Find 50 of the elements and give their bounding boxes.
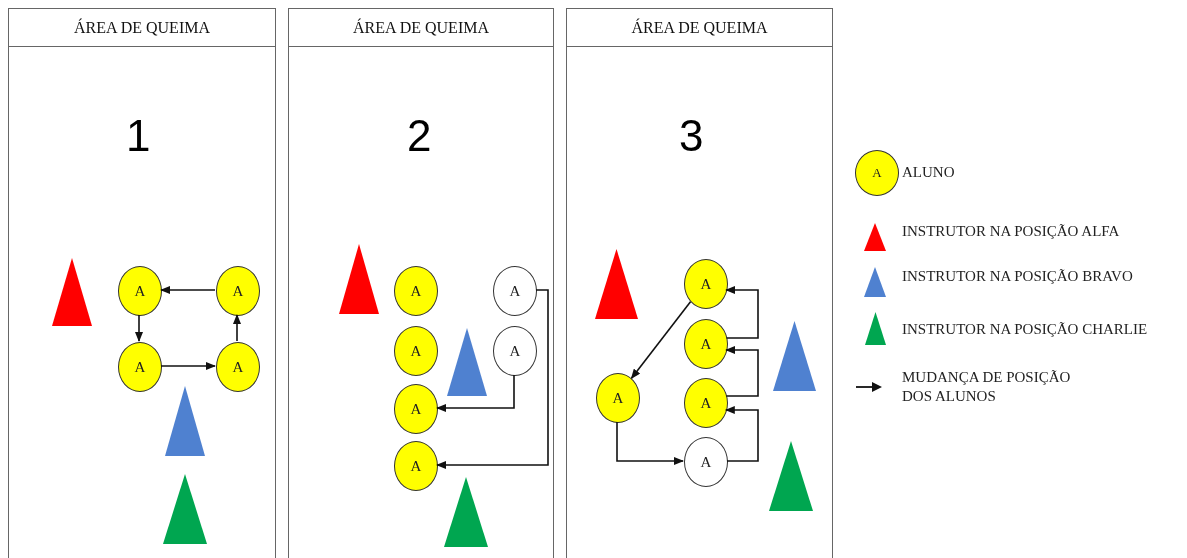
- instructor-triangle: [52, 258, 92, 326]
- student-circle: A: [394, 384, 438, 434]
- legend-text: INSTRUTOR NA POSIÇÃO CHARLIE: [902, 320, 1149, 339]
- field-panel: [288, 8, 554, 558]
- legend-circle: A: [855, 150, 899, 196]
- instructor-triangle: [444, 477, 488, 547]
- legend-text: ALUNO: [902, 163, 956, 182]
- student-circle: A: [493, 326, 537, 376]
- student-circle: A: [684, 378, 728, 428]
- student-circle: A: [216, 342, 260, 392]
- arrow: [233, 314, 241, 342]
- instructor-triangle: [339, 244, 379, 314]
- instructor-triangle: [595, 249, 638, 319]
- panel-number: 3: [679, 114, 704, 158]
- student-circle: A: [684, 259, 728, 309]
- student-circle: A: [394, 266, 438, 316]
- instructor-triangle: [773, 321, 816, 391]
- legend-text: INSTRUTOR NA POSIÇÃO BRAVO: [902, 267, 1134, 286]
- student-circle: A: [596, 373, 640, 423]
- panel-heading: ÁREA DE QUEIMA: [9, 9, 275, 47]
- panel-heading: ÁREA DE QUEIMA: [567, 9, 832, 47]
- instructor-triangle: [769, 441, 813, 511]
- legend-text: INSTRUTOR NA POSIÇÃO ALFA: [902, 222, 1121, 241]
- arrow: [135, 314, 143, 342]
- arrow: [725, 346, 759, 397]
- arrow: [436, 374, 515, 412]
- arrow: [725, 286, 759, 339]
- student-circle: A: [684, 437, 728, 487]
- arrow: [436, 289, 549, 469]
- student-circle: A: [394, 441, 438, 491]
- arrow: [630, 301, 692, 379]
- student-circle: A: [216, 266, 260, 316]
- arrow: [160, 286, 216, 294]
- arrow: [724, 406, 759, 462]
- student-circle: A: [118, 266, 162, 316]
- panel-number: 1: [126, 114, 151, 158]
- panel-heading: ÁREA DE QUEIMA: [289, 9, 553, 47]
- field-panel: [8, 8, 276, 558]
- legend-text: MUDANÇA DE POSIÇÃO DOS ALUNOS: [902, 368, 1072, 406]
- student-circle: A: [493, 266, 537, 316]
- field-panel: [566, 8, 833, 558]
- instructor-triangle: [165, 386, 205, 456]
- arrow: [160, 362, 216, 370]
- student-circle: A: [394, 326, 438, 376]
- panel-number: 2: [407, 114, 432, 158]
- instructor-triangle: [163, 474, 207, 544]
- instructor-triangle: [447, 328, 487, 396]
- arrow: [616, 421, 684, 465]
- student-circle: A: [118, 342, 162, 392]
- student-circle: A: [684, 319, 728, 369]
